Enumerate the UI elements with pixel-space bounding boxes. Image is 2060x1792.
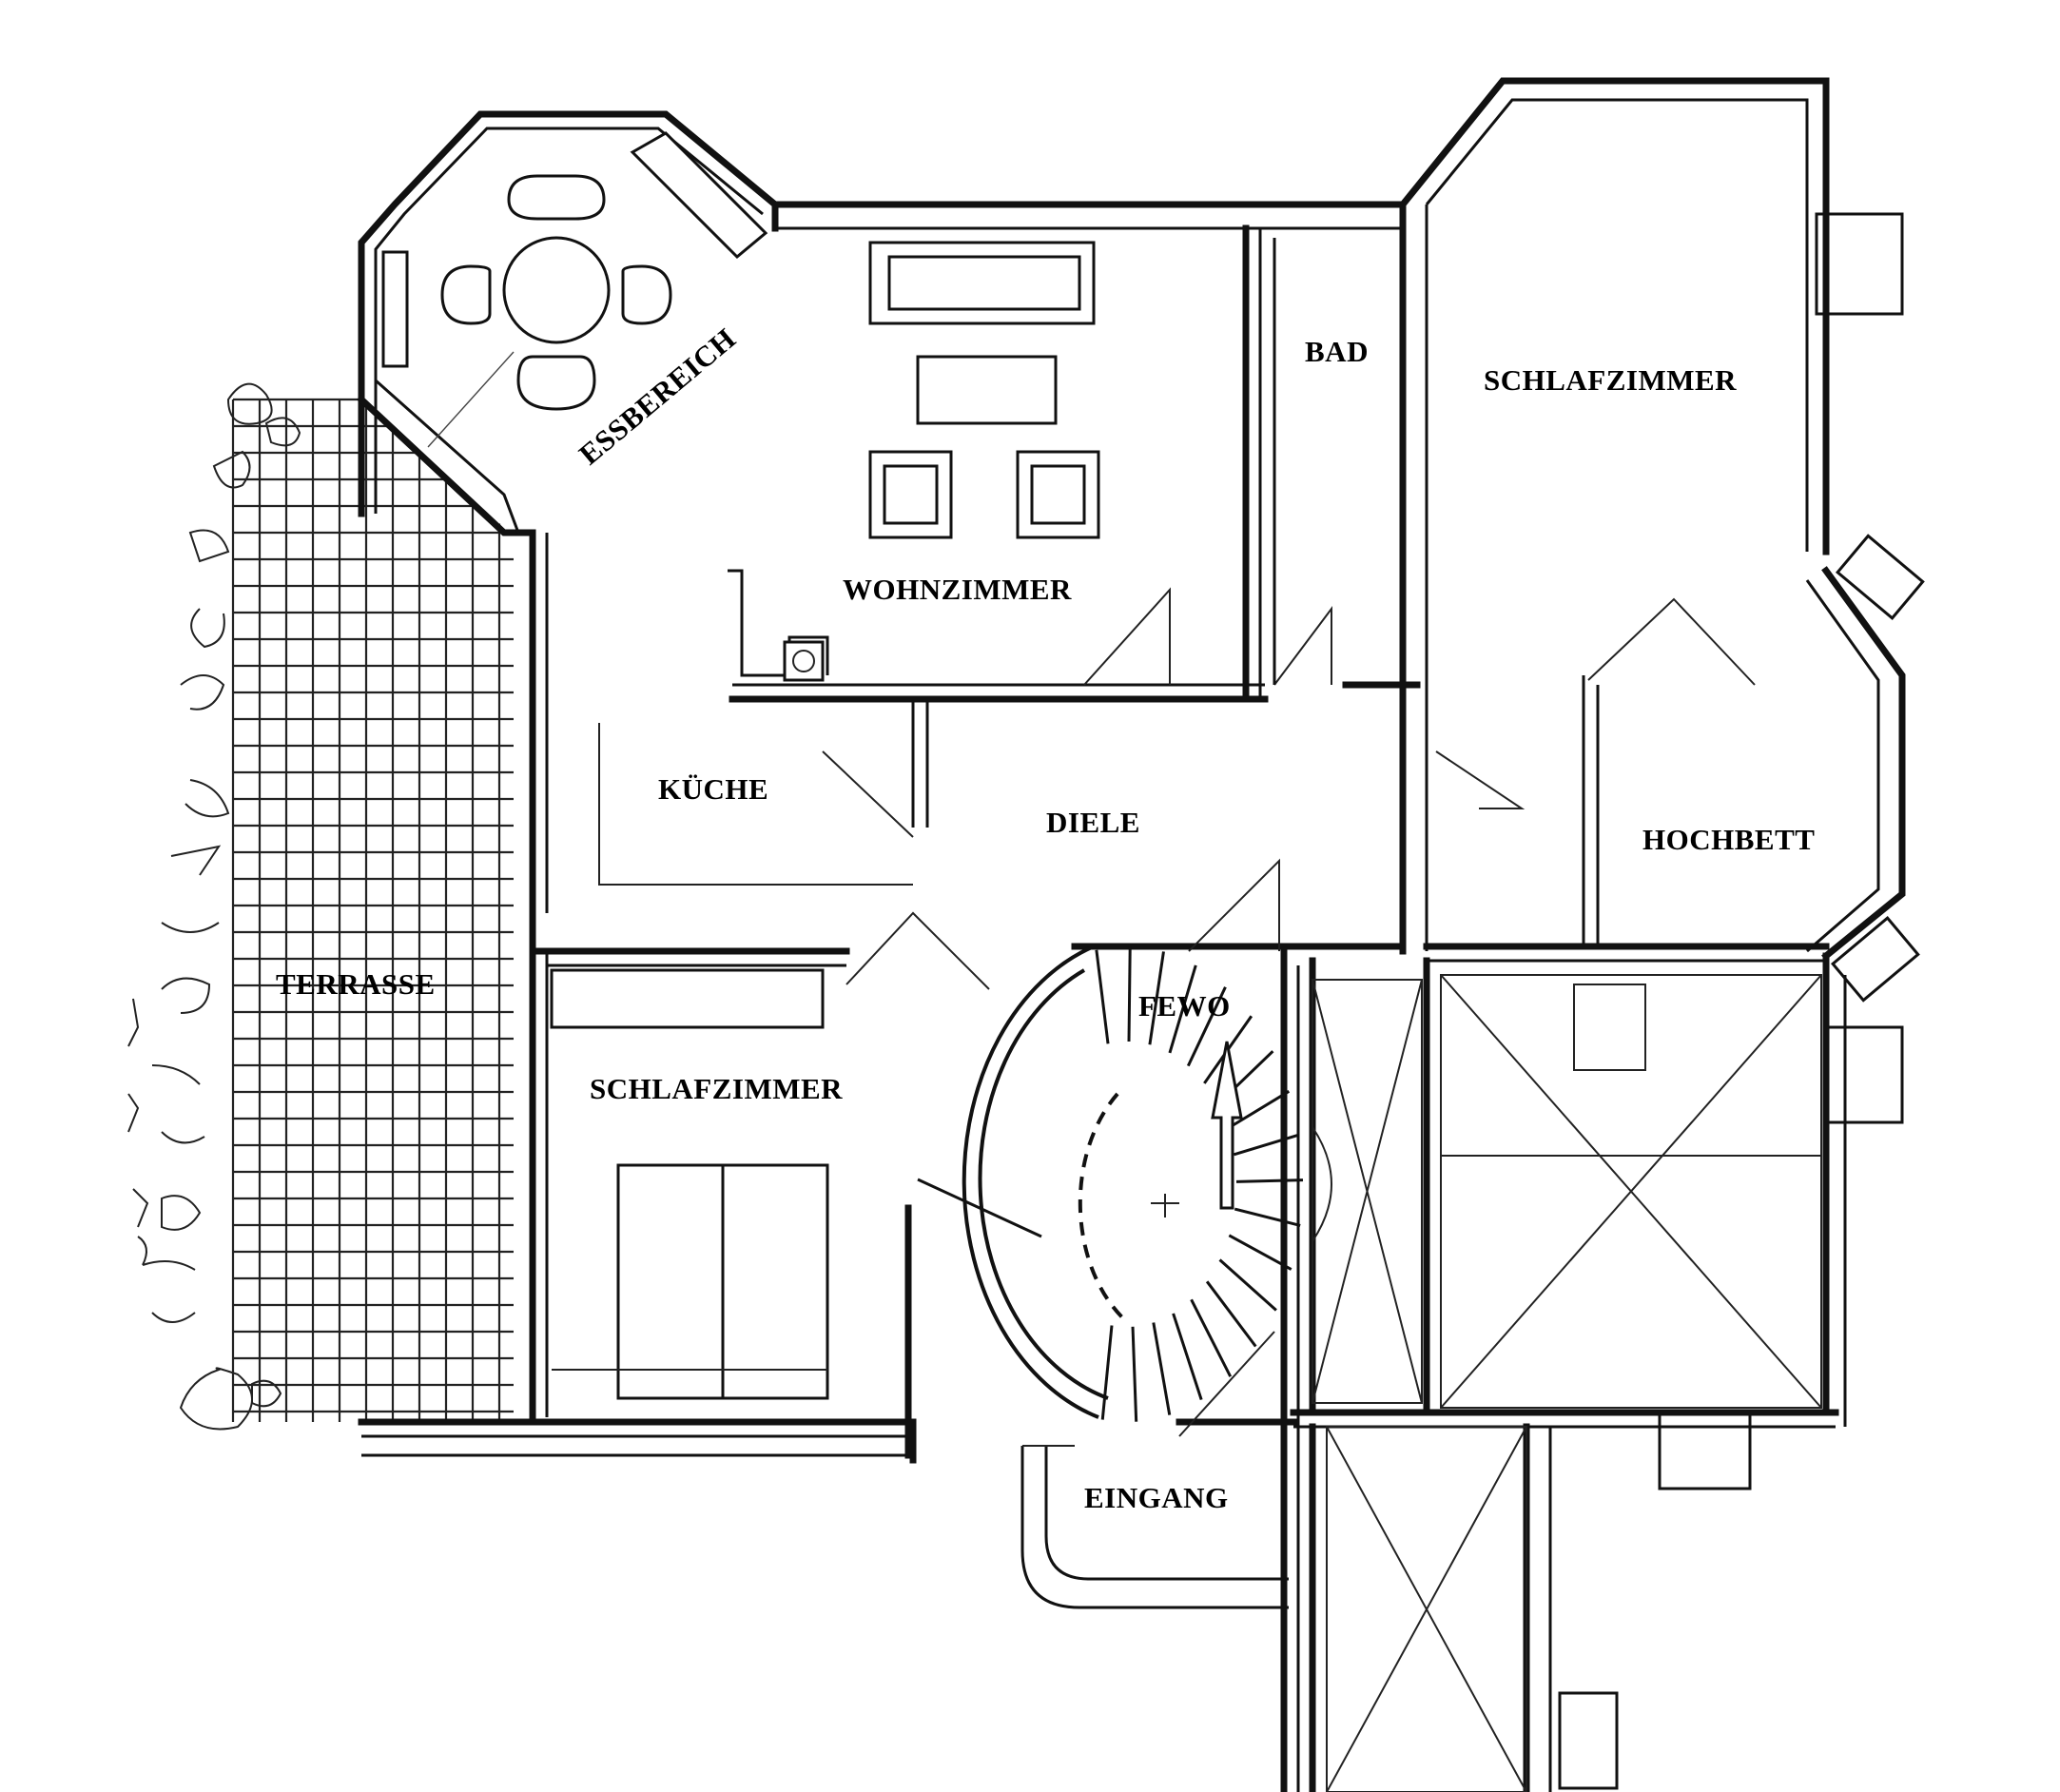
stair-tread [1168,964,1197,1054]
stair-tread [1234,1133,1300,1157]
stair-tread [1148,951,1165,1045]
stair-tread [1190,1298,1233,1377]
door-swings [822,587,1756,1437]
bedroom-furniture [550,968,829,1400]
stair-tread [1152,1322,1172,1415]
room-label-terrasse: TERRASSE [276,967,436,1001]
room-label-schlafzimmer-top: SCHLAFZIMMER [1484,363,1737,397]
stair-tread [1100,1325,1114,1420]
open-voids [1312,974,1822,1792]
room-label-diele: DIELE [1046,806,1140,839]
stair-tread [1235,1178,1304,1183]
room-label-eingang: EINGANG [1084,1481,1229,1514]
stair-tread [1218,1258,1277,1312]
stair-tread [1127,946,1132,1042]
stair-tread [1172,1313,1203,1401]
stair-tread [1227,1090,1291,1130]
room-label-hochbett: HOCHBETT [1642,823,1815,856]
windows [381,212,1925,1790]
stair-tread [1234,1207,1301,1227]
room-label-wohnzimmer: WOHNZIMMER [843,573,1072,606]
room-label-schlafzimmer-bottom: SCHLAFZIMMER [590,1072,843,1105]
entrance-porch [1020,1445,1289,1609]
room-label-essbereich: ESSBEREICH [573,321,742,471]
stair-tread [1228,1234,1292,1271]
terrace-tiling [231,398,514,1422]
stair-tread [1131,1326,1138,1422]
terrace-shrubs-scribble [127,382,301,1431]
bathroom-partitions [1258,228,1276,685]
room-label-bad: BAD [1305,335,1369,368]
sideboard [630,131,768,260]
room-label-fewo: FEWO [1138,989,1231,1023]
exterior-walls [357,77,1906,1792]
stair-direction-arrow-icon [1151,1041,1243,1217]
kitchen-counter [598,723,913,886]
stair-tread [1205,1280,1257,1348]
stair-tread [1186,986,1227,1067]
room-label-kueche: KÜCHE [658,772,768,806]
dining-table-icon [427,174,672,448]
spiral-staircase [904,945,1304,1459]
stair-tread [1095,949,1110,1044]
living-room-furniture [728,241,1100,677]
stove-icon [783,640,825,682]
